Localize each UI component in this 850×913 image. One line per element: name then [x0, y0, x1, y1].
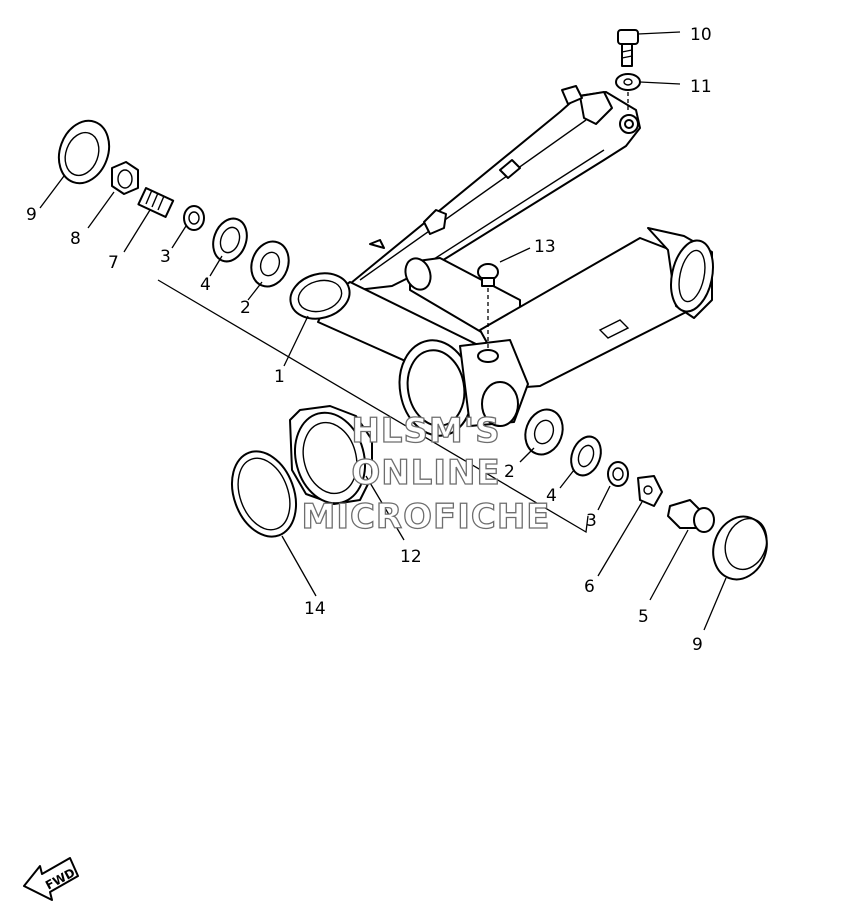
callout-10: 10: [690, 25, 712, 45]
adjusting-bolt: [137, 186, 175, 218]
grease-nipple-13: [477, 263, 499, 287]
callout-4-left: 4: [200, 275, 211, 295]
swingarm: [289, 85, 714, 437]
watermark-line-2: ONLINE: [351, 453, 500, 493]
bearing-right: [524, 408, 564, 456]
watermark: HLSM'S ONLINE MICROFICHE: [301, 410, 550, 537]
oil-seal-right: [570, 435, 602, 477]
callout-3-left: 3: [160, 247, 171, 267]
dust-cover-right: [712, 515, 768, 581]
bolt-10: [617, 29, 639, 67]
callout-2-left: 2: [240, 298, 251, 318]
washer-11: [615, 73, 641, 91]
callout-11: 11: [690, 77, 712, 97]
callout-2-right: 2: [504, 462, 515, 482]
oil-seal-left: [212, 217, 248, 263]
shim-ring: [231, 450, 297, 538]
thrust-collar-left: [183, 205, 205, 231]
adjuster-plate: [637, 475, 663, 507]
callout-6: 6: [584, 577, 595, 597]
watermark-line-1: HLSM'S: [351, 411, 500, 451]
callout-5: 5: [638, 607, 649, 627]
callout-7: 7: [108, 253, 119, 273]
callout-8: 8: [70, 229, 81, 249]
callout-4-right: 4: [546, 486, 557, 506]
bearing-left: [250, 240, 290, 288]
pivot-bolt: [667, 499, 715, 533]
locknut: [111, 161, 139, 195]
callout-3-right: 3: [586, 511, 597, 531]
callout-12: 12: [400, 547, 422, 567]
callout-9-right: 9: [692, 635, 703, 655]
forward-direction-arrow: FWD: [23, 857, 79, 901]
ring-nut: [289, 405, 373, 505]
callout-9-left: 9: [26, 205, 37, 225]
callout-1: 1: [274, 367, 285, 387]
callout-13: 13: [534, 237, 556, 257]
dust-cover-left: [57, 119, 111, 185]
callout-14: 14: [304, 599, 326, 619]
watermark-line-3: MICROFICHE: [301, 497, 550, 537]
thrust-collar-right: [607, 461, 629, 487]
